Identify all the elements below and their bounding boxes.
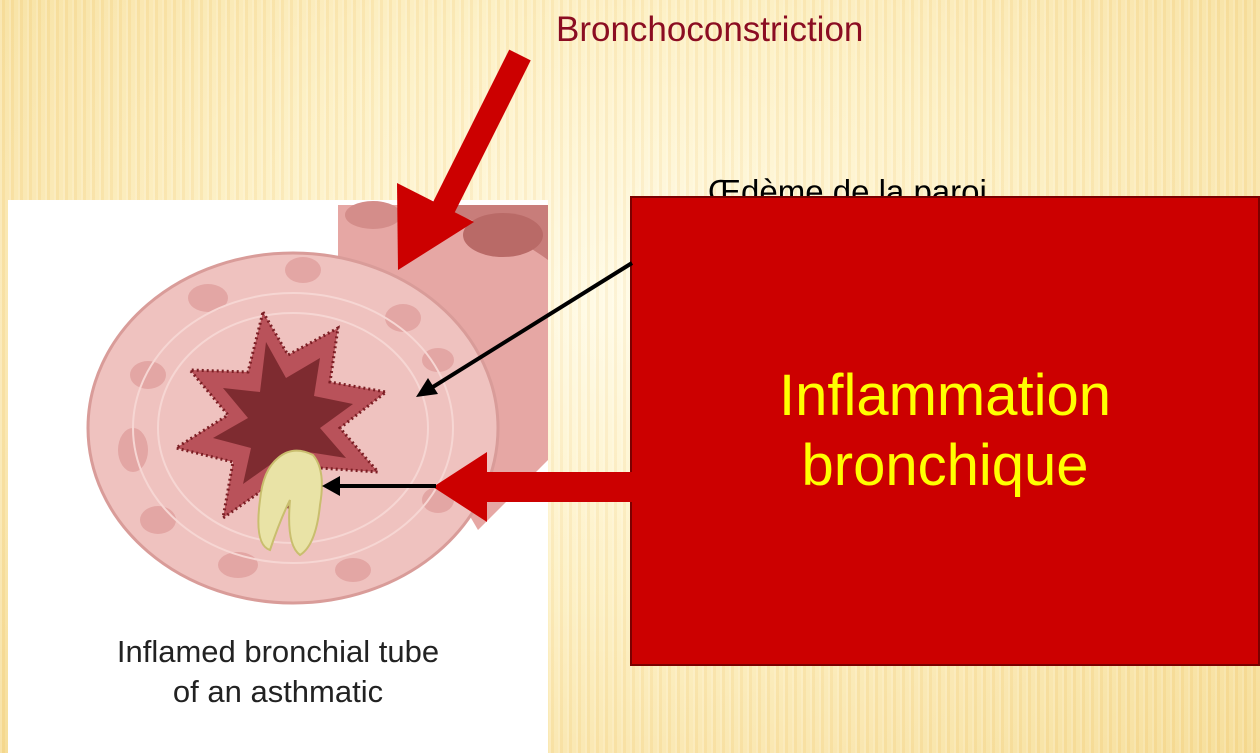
bronchial-tube-illustration <box>8 200 548 630</box>
inflammation-overlay-box: Inflammation bronchique <box>630 196 1260 666</box>
caption-line-1: Inflamed bronchial tube <box>8 632 548 672</box>
caption-line-2: of an asthmatic <box>8 672 548 712</box>
slide-title: Bronchoconstriction <box>556 10 863 50</box>
overlay-line-2: bronchique <box>802 431 1089 501</box>
figure-caption: Inflamed bronchial tube of an asthmatic <box>8 632 548 712</box>
bronchial-tube-figure: Inflamed bronchial tube of an asthmatic <box>8 200 548 753</box>
overlay-line-1: Inflammation <box>779 361 1111 431</box>
